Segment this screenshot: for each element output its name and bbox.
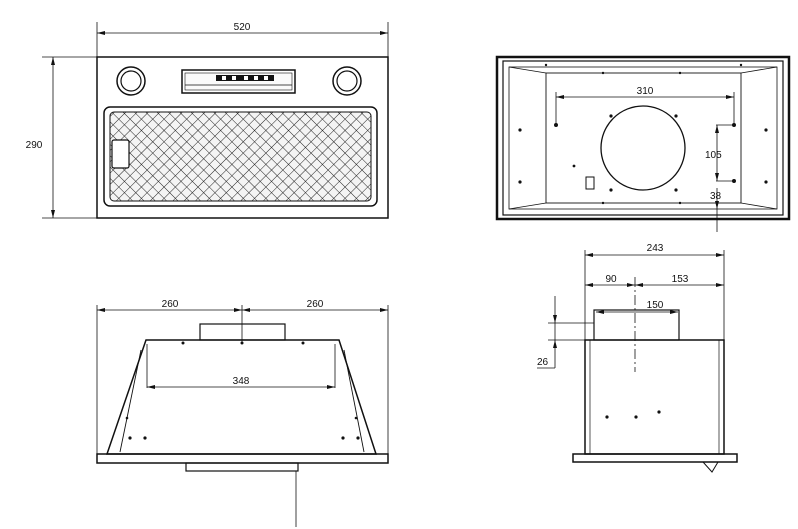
right-light-icon: [332, 66, 362, 96]
top-spacing-dimension: 310: [555, 86, 735, 125]
grease-filter: [103, 106, 378, 207]
motor-outlet-circle: [600, 105, 686, 191]
rear-inner-label: 348: [233, 376, 250, 387]
top-outer-frame: [495, 55, 791, 221]
side-tab: [701, 461, 719, 473]
front-height-dimension: 290: [26, 56, 97, 219]
front-view: 520 290: [26, 22, 389, 219]
front-width-label: 520: [234, 22, 251, 33]
side-holes: [605, 410, 661, 419]
side-depth-label: 243: [647, 243, 664, 254]
rear-motor-housing: [199, 323, 286, 341]
rear-holes: [125, 341, 360, 440]
top-offset-label: 38: [710, 191, 722, 202]
side-body: [584, 339, 725, 455]
control-panel: [181, 69, 296, 94]
side-height-label: 26: [537, 357, 549, 368]
rear-view: 260 260 348: [96, 299, 389, 527]
top-vertical-label: 105: [705, 150, 722, 161]
side-view: 243 90 153 150 26: [537, 243, 738, 473]
side-split-dimension: 90 153: [585, 274, 724, 287]
front-width-dimension: 520: [96, 22, 389, 58]
hood-front-body: [96, 56, 389, 219]
side-bottom-plate: [572, 453, 738, 463]
top-spacing-label: 310: [637, 86, 654, 97]
side-depth-dimension: 243: [585, 243, 724, 257]
side-outlet-collar: [593, 309, 680, 341]
rear-left-label: 260: [162, 299, 179, 310]
connector-box: [585, 176, 595, 190]
side-outlet-dimension: 150: [596, 300, 678, 314]
side-height-dimension: 26: [537, 296, 594, 369]
rear-inner-dimension: 348: [146, 344, 336, 389]
left-light-icon: [116, 66, 146, 96]
top-view: 310 105 38: [495, 55, 791, 232]
side-left-label: 90: [605, 274, 617, 285]
top-offset-dimension: 38: [710, 188, 722, 232]
filter-handle: [111, 139, 130, 169]
rear-right-label: 260: [307, 299, 324, 310]
mounting-holes: [518, 63, 768, 205]
rear-bottom-plate: [96, 453, 389, 464]
side-outlet-label: 150: [647, 300, 664, 311]
top-vertical-dimension: 105: [705, 124, 734, 182]
front-height-label: 290: [26, 140, 43, 151]
side-right-label: 153: [672, 274, 689, 285]
rear-width-dimension: 260 260: [97, 299, 388, 312]
